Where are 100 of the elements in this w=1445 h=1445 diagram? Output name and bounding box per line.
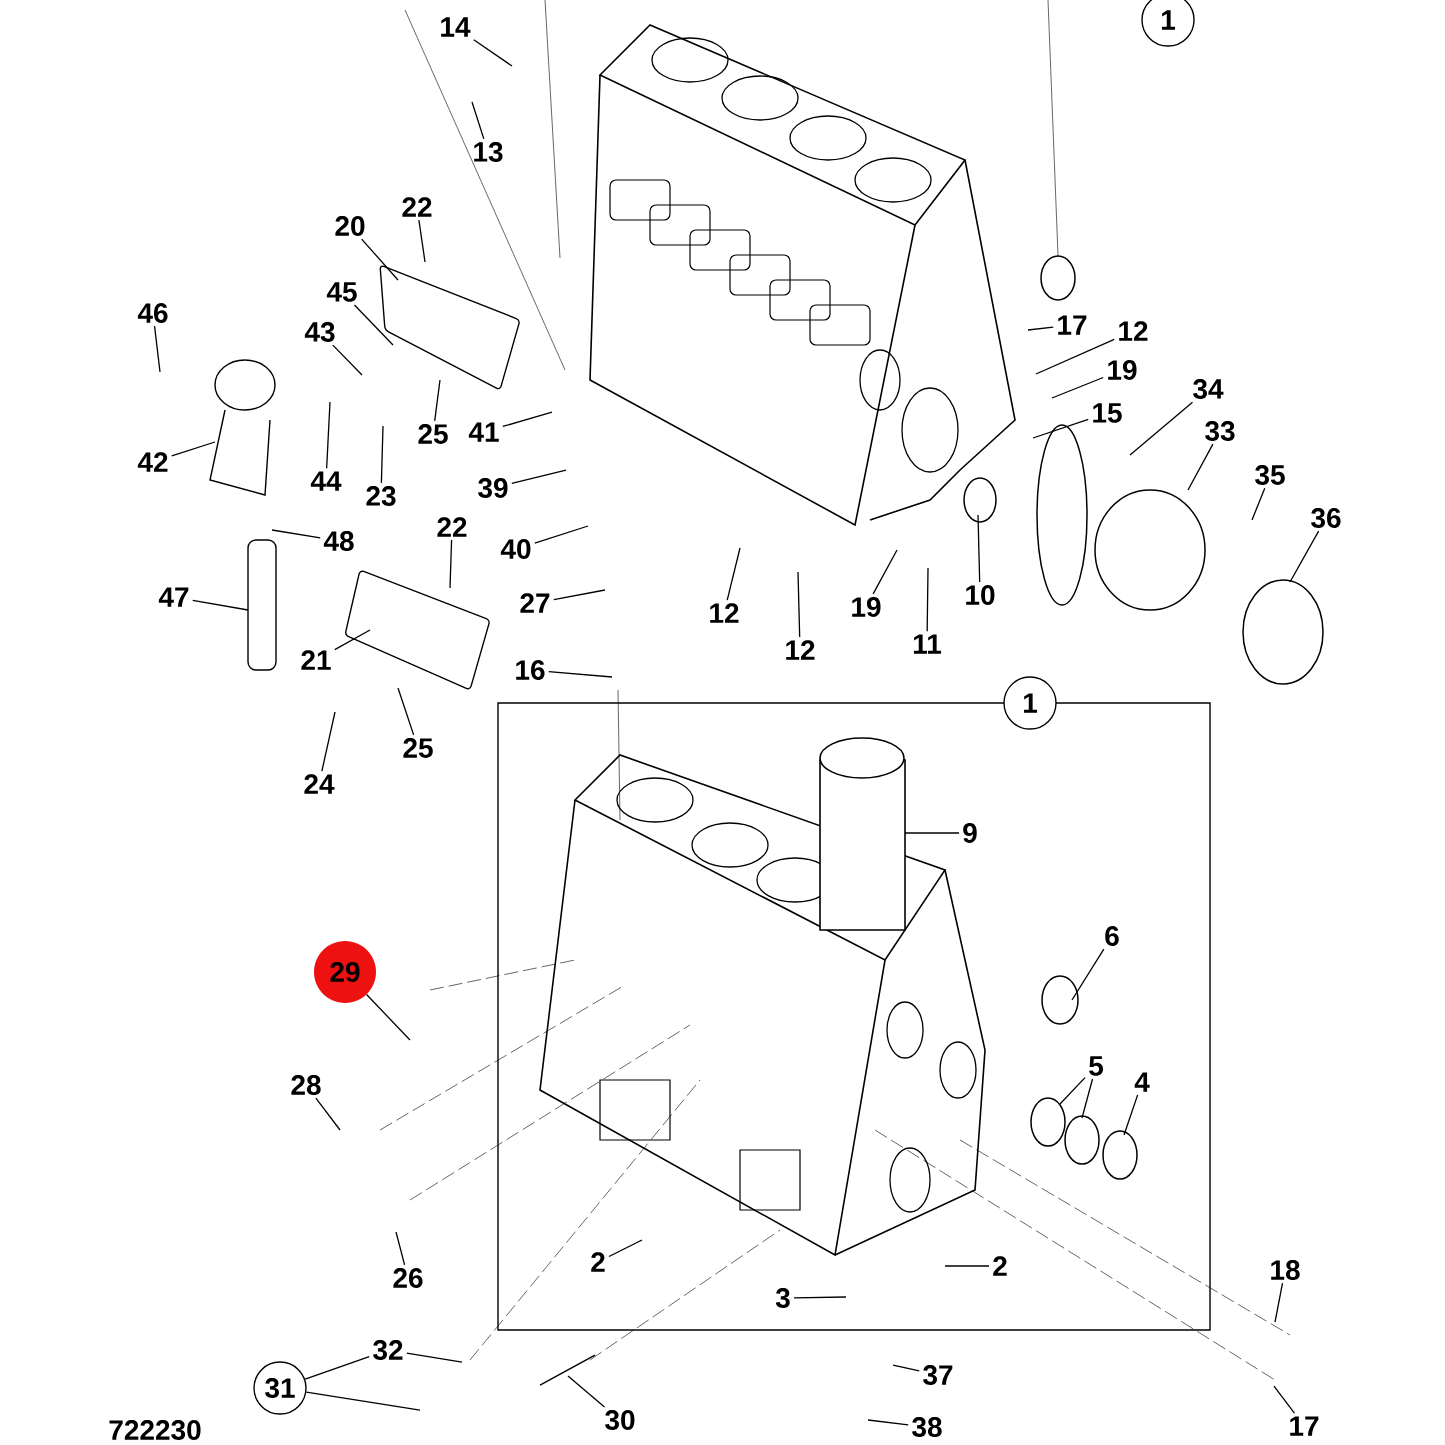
callout-number: 25 [418,424,448,444]
callout-number: 33 [1205,421,1235,441]
highlighted-callout: 29 [314,941,376,1003]
leader-line [304,1355,370,1380]
callout-number: 6 [1105,926,1119,946]
callout-number: 14 [441,17,471,37]
callout-number: 40 [500,539,531,559]
callout-number: 12 [1119,321,1148,341]
leader-line [872,549,898,595]
leader-line [567,1375,606,1408]
callout-number: 12 [786,640,815,660]
callout-number: 34 [1193,379,1224,399]
leader-line [548,670,613,678]
callout-number: 45 [326,282,357,302]
leader-line [1289,530,1320,583]
callout-number: 36 [1311,508,1341,528]
callout-number: 12 [710,603,739,623]
leader-line [334,629,371,651]
leader-line [1123,1094,1139,1136]
callout-number: 43 [304,322,335,342]
callout-number: 25 [403,738,433,758]
callout-number: 44 [310,471,342,491]
callout-number: 22 [402,197,432,217]
callout-number: 13 [474,142,503,162]
callout-number: 2 [993,1256,1007,1276]
leader-line [380,425,384,484]
leader-line [1059,1076,1086,1105]
callout-number: 5 [1089,1056,1103,1076]
leader-line [332,344,363,376]
callout-number: 30 [605,1410,635,1430]
leader-line [1071,948,1105,1001]
leader-line [171,441,216,457]
callout-number: 20 [335,216,365,236]
callout-number: 19 [852,597,881,617]
callout-number: 17 [1290,1416,1319,1436]
leader-line [361,238,399,281]
leader-line [353,304,394,346]
leader-line [944,1265,990,1267]
callout-number: 11 [913,634,942,654]
leader-line [271,529,321,539]
callout-number: 46 [137,303,168,323]
leader-line [608,1239,643,1258]
leader-line [892,1364,920,1372]
leader-line [502,411,553,428]
leader-line [1129,401,1194,456]
leader-line [1051,376,1104,399]
callout-number: 19 [1108,360,1137,380]
callout-number: 10 [966,585,995,605]
leader-line [321,711,336,772]
callout-number: 23 [366,486,396,506]
leader-line [1274,1282,1284,1323]
leader-line [365,993,411,1041]
leader-line [553,589,606,601]
leader-line [153,325,161,373]
leader-line [1187,443,1214,491]
leader-line [867,1419,909,1426]
callout-number: 41 [468,422,499,442]
callout-number: 37 [923,1365,953,1385]
callout-number: 22 [437,517,467,537]
callout-number: 16 [516,660,545,680]
leader-line [977,514,981,583]
callout-number: 26 [393,1268,423,1288]
callout-number: 2 [591,1252,605,1272]
leader-line [1035,338,1115,375]
leader-line [926,567,929,632]
leader-line [793,1296,847,1299]
callout-number: 9 [963,823,977,843]
callout-number: 24 [304,774,335,794]
callout-number: 3 [775,1288,790,1308]
callout-number: 42 [137,452,168,472]
leader-line [395,1231,406,1266]
drawing-number: 722230 [109,1420,201,1440]
leader-line [534,525,589,544]
callout-number: 28 [291,1075,321,1095]
leader-line [315,1097,341,1131]
leader-line [473,39,513,67]
leader-line [406,1352,463,1363]
callout-number: 48 [323,531,354,551]
leader-line [305,1391,421,1411]
callout-number: 21 [301,650,331,670]
callout-number: 18 [1271,1260,1300,1280]
callout-number: 27 [520,593,550,613]
leader-line [1032,418,1089,439]
leader-line [192,599,249,611]
leader-line [471,101,485,140]
callout-number: 32 [373,1340,403,1360]
leader-line [511,469,567,485]
leader-line [1273,1385,1296,1414]
leader-line [797,571,801,638]
callout-number: 47 [158,587,189,607]
callout-number: 38 [912,1417,942,1437]
callout-number: 17 [1058,315,1087,335]
leader-line [434,379,441,422]
callout-number: 39 [478,478,508,498]
callout-number: 4 [1134,1072,1150,1092]
leader-line [449,539,453,589]
callout-number: 15 [1093,403,1122,423]
leader-line [418,219,426,263]
leader-line [904,832,960,834]
leader-line [1027,326,1054,331]
